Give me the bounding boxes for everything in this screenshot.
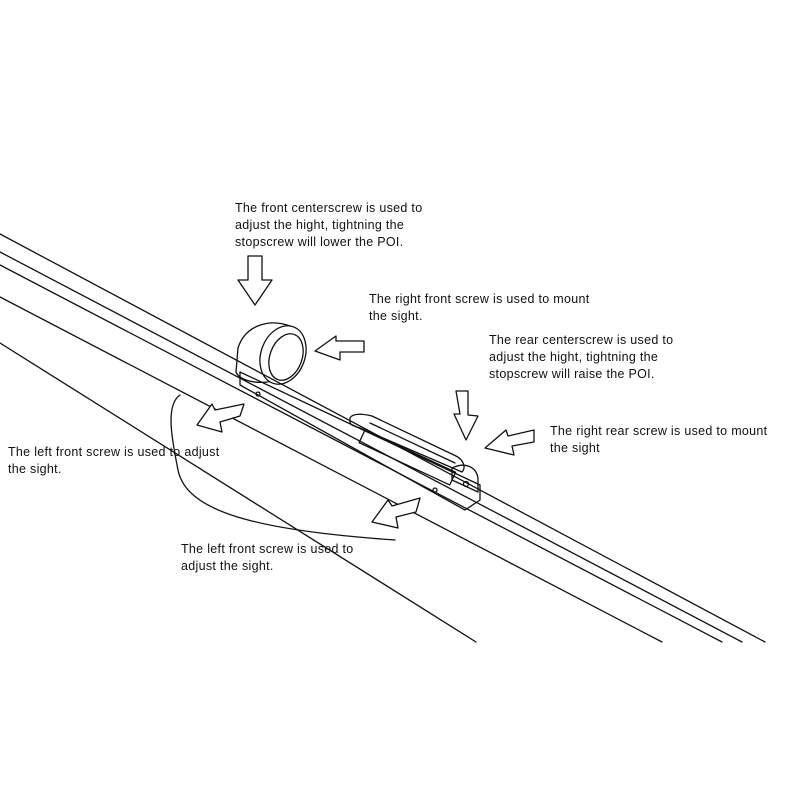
label-line: the sight — [550, 441, 600, 455]
rib-line-3 — [0, 264, 723, 643]
label-left-front-screw-upper: The left front screw is used to adjust t… — [8, 444, 220, 478]
barrel-side-curve — [170, 394, 396, 541]
front-ring-body — [235, 322, 291, 384]
sight-base — [239, 371, 481, 511]
fiber-rod — [358, 429, 457, 486]
label-line: the sight. — [369, 309, 423, 323]
rear-post — [451, 464, 479, 493]
label-right-rear-screw: The right rear screw is used to mount th… — [550, 423, 767, 457]
front-ring-outer — [259, 325, 307, 385]
label-line: adjust the hight, tightning the — [235, 218, 405, 232]
label-line: The right front screw is used to mount — [369, 292, 590, 306]
label-line: stopscrew will lower the POI. — [235, 235, 404, 249]
label-rear-centerscrew: The rear centerscrew is used to adjust t… — [489, 332, 673, 383]
rear-side-hole — [432, 487, 438, 493]
label-front-centerscrew: The front centerscrew is used to adjust … — [235, 200, 422, 251]
label-line: The front centerscrew is used to — [235, 201, 423, 215]
label-line: The rear centerscrew is used to — [489, 333, 674, 347]
barrel-line-upper — [0, 296, 663, 643]
rear-screw-hole — [462, 480, 470, 488]
label-line: the sight. — [8, 462, 62, 476]
label-line: adjust the sight. — [181, 559, 274, 573]
label-left-front-screw-lower: The left front screw is used to adjust t… — [181, 541, 354, 575]
arrow-left-front-right — [314, 335, 365, 361]
arrow-up-left-bottom — [371, 497, 421, 529]
arrow-down-front — [237, 255, 273, 306]
label-line: stopscrew will raise the POI. — [489, 367, 655, 381]
arrow-left-front-left — [196, 403, 245, 433]
rib-line-2 — [0, 251, 743, 643]
barrel-line-lower — [0, 342, 477, 643]
label-line: The right rear screw is used to mount — [550, 424, 768, 438]
rear-slot — [349, 413, 465, 473]
arrow-down-rear — [453, 390, 479, 441]
front-screw-hole — [255, 391, 261, 397]
label-line: The left front screw is used to — [181, 542, 354, 556]
label-right-front-screw: The right front screw is used to mount t… — [369, 291, 590, 325]
front-ring-inner — [268, 333, 304, 381]
label-line: The left front screw is used to adjust — [8, 445, 220, 459]
arrow-left-rear-right — [484, 429, 535, 456]
label-line: adjust the hight, tightning the — [489, 350, 659, 364]
